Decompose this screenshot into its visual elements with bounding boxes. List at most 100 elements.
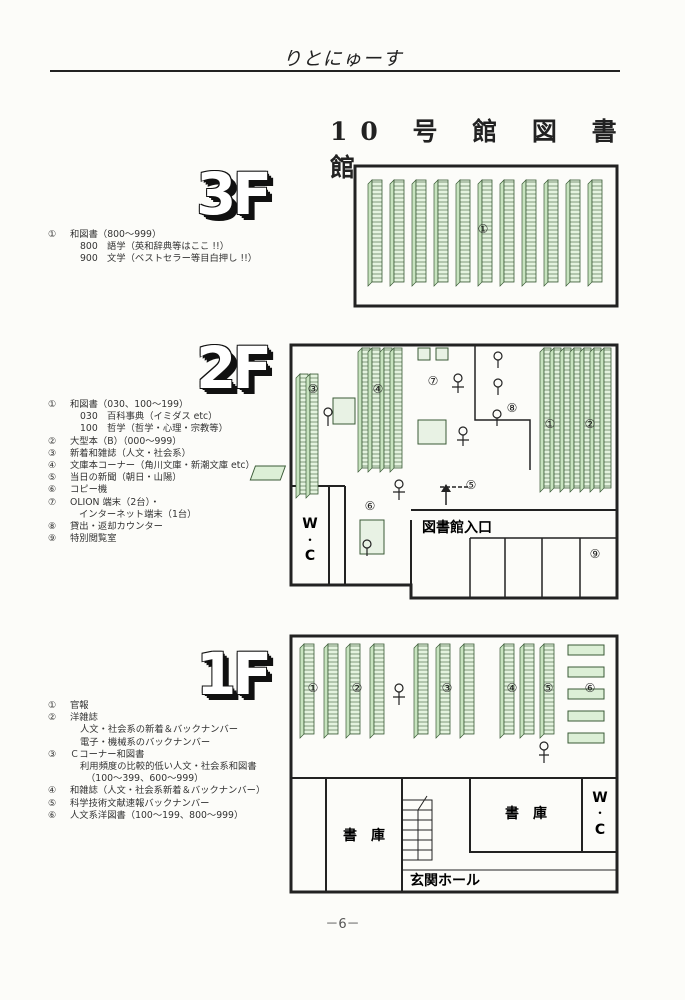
legend-number: ⑧ xyxy=(48,521,57,533)
bookshelf xyxy=(599,347,612,493)
legend-number: ④ xyxy=(48,460,57,472)
copy-area xyxy=(359,519,385,555)
legend-text: インターネット端末（1台） xyxy=(79,508,197,520)
map-1f-mark-6: ⑥ xyxy=(585,681,596,695)
legend-number: ① xyxy=(48,399,57,410)
map-2f-wc-c: C xyxy=(305,548,315,564)
map-3f-outline xyxy=(353,164,619,308)
legend-item: インターネット端末（1台） xyxy=(48,509,255,521)
legend-text: 030 百科事典（イミダス etc） xyxy=(80,411,218,423)
legend-item: ② 洋雑誌 xyxy=(48,712,265,724)
magazine-table xyxy=(332,397,356,425)
legend-text: 800 語学（英和辞典等はここ !!） xyxy=(80,241,230,253)
legend-item: 電子・機械系のバックナンバー xyxy=(48,737,265,749)
bookshelf xyxy=(521,179,537,287)
map-1f: ① ② ③ ④ ⑤ ⑥ 書 庫 書 庫 W ・ C 玄関ホール xyxy=(289,634,619,894)
legend-number: ⑥ xyxy=(48,809,57,821)
bookshelf xyxy=(299,643,315,739)
legend-item: ④ 文庫本コーナー（角川文庫・新潮文庫 etc） xyxy=(48,460,255,472)
terminal-2 xyxy=(435,347,449,361)
bookshelf xyxy=(367,179,383,287)
map-2f-mark-7: ⑦ xyxy=(428,374,439,388)
legend-text: 人文系洋図書（100〜199、800〜999） xyxy=(70,809,244,821)
legend-text: 和図書（030、100〜199） xyxy=(70,399,189,410)
map-2f-wc-dot: ・ xyxy=(304,533,316,547)
bookshelf xyxy=(357,347,371,473)
map-1f-wc-c: C xyxy=(595,822,605,838)
newspaper-rack xyxy=(249,465,287,481)
legend-text: 新着和雑誌（人文・社会系） xyxy=(70,447,191,459)
map-1f-wc-w: W xyxy=(592,790,607,806)
legend-text: 文庫本コーナー（角川文庫・新潮文庫 etc） xyxy=(70,460,255,472)
bookshelf xyxy=(367,347,381,473)
legend-text: 和雑誌（人文・社会系新着＆バックナンバー） xyxy=(70,785,266,797)
legend-number: ⑥ xyxy=(48,484,57,496)
bookshelf xyxy=(389,347,403,473)
map-1f-outline xyxy=(289,634,619,894)
map-2f-mark-1: ① xyxy=(545,417,556,431)
bookshelf xyxy=(543,179,559,287)
legend-text: 利用頻度の比較的低い人文・社会系和図書 xyxy=(80,761,257,773)
people-icons-1f xyxy=(393,683,549,763)
map-1f-mark-5: ⑤ xyxy=(543,681,554,695)
bookshelf xyxy=(569,347,582,493)
bookshelf xyxy=(539,643,555,739)
map-1f-mark-4: ④ xyxy=(507,681,518,695)
bookshelf xyxy=(389,179,405,287)
bookshelf xyxy=(539,347,552,493)
map-2f-mark-4: ④ xyxy=(373,382,384,396)
legend-text: 大型本（B）（000〜999） xyxy=(70,435,182,447)
legend-text: コピー機 xyxy=(70,484,108,496)
periodical-racks xyxy=(567,644,605,744)
legend-number: ⑤ xyxy=(48,472,57,484)
map-2f-mark-2: ② xyxy=(585,417,596,431)
bookshelf xyxy=(559,347,572,493)
bookshelf xyxy=(411,179,427,287)
bookshelf xyxy=(455,179,471,287)
legend-item: ⑥ 人文系洋図書（100〜199、800〜999） xyxy=(48,810,265,822)
header-rule xyxy=(50,70,620,72)
legend-number: ③ xyxy=(48,447,57,459)
bookshelf xyxy=(433,179,449,287)
legend-number: ① xyxy=(48,229,57,240)
bookshelf xyxy=(379,347,393,473)
legend-text: 電子・機械系のバックナンバー xyxy=(80,736,211,748)
bookshelf xyxy=(459,643,475,739)
legend-text: 科学技術文献速報バックナンバー xyxy=(70,797,210,809)
floor-label-3f: 3F xyxy=(196,160,272,228)
legend-item: 100 哲学（哲学・心理・宗教等） xyxy=(48,423,255,435)
bookshelf xyxy=(587,179,603,287)
legend-number: ③ xyxy=(48,748,57,760)
map-2f-mark-8: ⑧ xyxy=(507,401,518,415)
map-3f-mark-1: ① xyxy=(478,222,489,236)
page-number: －6－ xyxy=(325,917,360,932)
bookshelf xyxy=(589,347,602,493)
stairs xyxy=(401,795,433,861)
bookshelf xyxy=(477,179,493,287)
bookshelf xyxy=(413,643,429,739)
legend-item: ⑥ コピー機 xyxy=(48,484,255,496)
map-1f-hall-label: 玄関ホール xyxy=(410,872,480,889)
map-1f-wc-dot: ・ xyxy=(594,806,606,820)
map-2f-wc-w: W xyxy=(302,516,317,532)
legend-text: 100 哲学（哲学・心理・宗教等） xyxy=(80,423,228,435)
newsletter-title: りとにゅーす xyxy=(282,48,403,70)
map-1f-mark-1: ① xyxy=(308,681,319,695)
bookshelf xyxy=(435,643,451,739)
legend-number: ② xyxy=(48,712,57,724)
map-1f-storage-right: 書 庫 xyxy=(505,805,547,822)
bookshelf xyxy=(305,373,319,499)
map-1f-mark-2: ② xyxy=(352,681,363,695)
legend-text: 特別閲覧室 xyxy=(70,533,117,545)
legend-number: ① xyxy=(48,700,57,711)
map-2f: ③ ④ ⑦ ⑧ ① ② ⑤ ⑥ ⑨ W ・ C 図書館入口 xyxy=(249,343,619,600)
legend-text: 洋雑誌 xyxy=(70,712,98,724)
bookshelf xyxy=(499,643,515,739)
